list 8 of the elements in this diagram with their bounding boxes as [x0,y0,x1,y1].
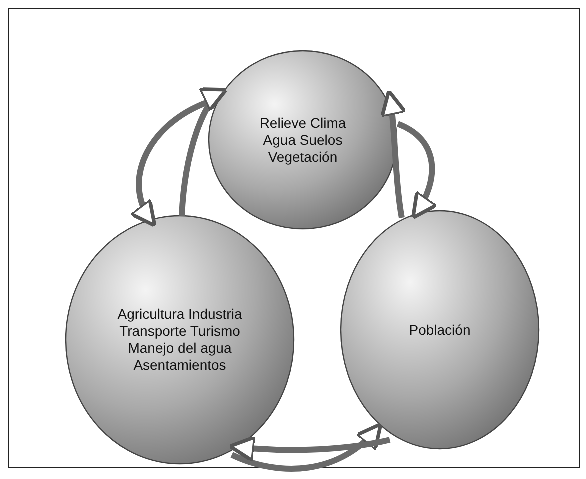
curved-arrow [230,422,384,472]
node-text: Agricultura Industria Transporte Turismo Manejo del agua Asentamientos [116,306,244,374]
curved-arrow [380,89,407,218]
curved-arrow [228,435,391,463]
node-text: Relieve Clima Agua Suelos Vegetación [258,114,348,166]
curved-arrow [179,88,228,216]
node-text: Población [409,322,471,338]
curved-arrow [396,121,438,220]
